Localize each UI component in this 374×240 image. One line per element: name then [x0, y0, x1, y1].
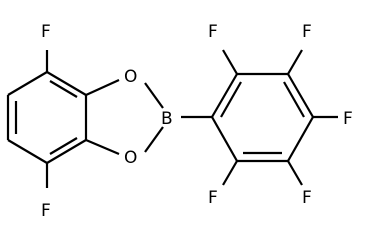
bond-c-f [222, 49, 238, 75]
atom-label-f: F [41, 22, 51, 42]
molecule-diagram: F F O O B F F F F F [6, 22, 353, 221]
atom-label-f: F [302, 22, 312, 42]
bond-o-b-upper [144, 82, 164, 109]
double-bond-inner [49, 137, 78, 155]
atom-label-f: F [302, 188, 312, 208]
double-bond-inner [283, 81, 305, 118]
atom-label-f: F [208, 22, 218, 42]
bond-o-b-lower [144, 126, 164, 153]
atom-label-f: F [208, 188, 218, 208]
bond [287, 116, 314, 162]
pentafluorophenyl-ring [211, 72, 314, 163]
structure-svg: F F O O B F F F F F [6, 22, 353, 221]
atom-label-o: O [124, 67, 137, 87]
bond [7, 139, 48, 164]
double-bond-inner [49, 80, 78, 98]
bond [211, 116, 238, 162]
bond-c-o-lower [85, 138, 120, 156]
bond-c-f [287, 160, 303, 186]
bond [46, 71, 87, 96]
left-benzene-ring [6, 71, 88, 164]
atom-label-b: B [161, 109, 173, 129]
bond [211, 73, 238, 118]
bond-c-f [222, 160, 238, 186]
bond [46, 139, 87, 164]
bond-c-f [287, 49, 303, 75]
atom-label-o: O [124, 148, 137, 168]
bond [287, 73, 314, 118]
atom-label-f: F [41, 201, 51, 221]
double-bond-inner [220, 81, 242, 118]
atom-label-f: F [343, 109, 353, 129]
bond-c-o-upper [85, 78, 120, 97]
bond [7, 71, 48, 96]
